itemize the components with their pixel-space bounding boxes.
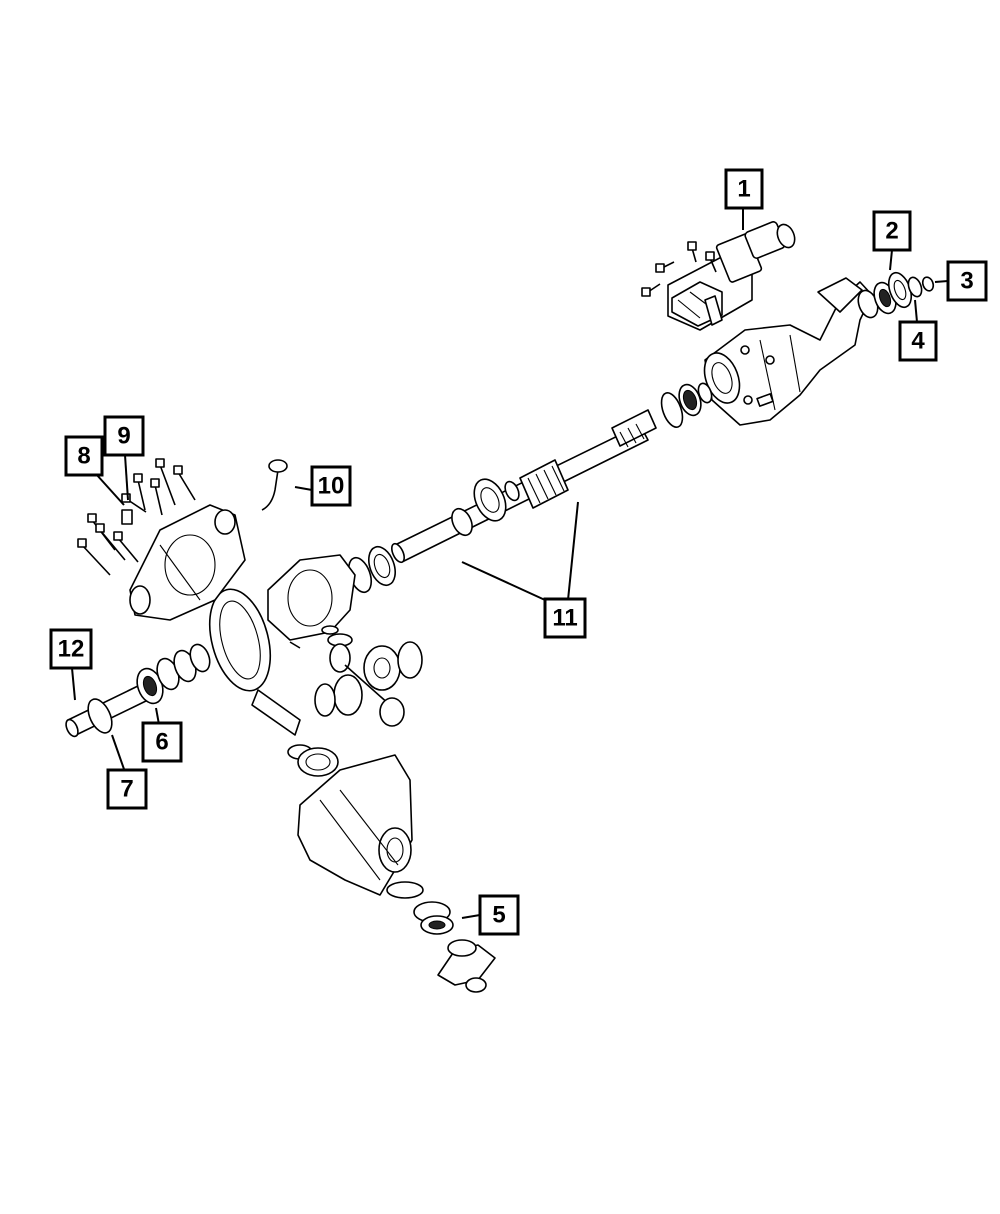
callout-3-label: 3 xyxy=(960,268,973,295)
spider-gear-set xyxy=(314,641,423,727)
vent-tube xyxy=(261,459,288,511)
callout-10[interactable]: 10 xyxy=(310,465,352,507)
intermediate-shaft-assembly xyxy=(391,382,713,564)
callout-1-label: 1 xyxy=(737,176,750,203)
callout-6-label: 6 xyxy=(155,729,168,756)
actuator-bolt xyxy=(705,251,717,273)
main-differential-housing xyxy=(297,754,424,899)
callout-11[interactable]: 11 xyxy=(543,597,587,639)
callout-12-label: 12 xyxy=(58,636,85,663)
callout-12[interactable]: 12 xyxy=(49,628,93,670)
right-seal-stack xyxy=(873,271,935,315)
callout-6[interactable]: 6 xyxy=(141,721,183,763)
callout-5-label: 5 xyxy=(492,902,505,929)
callout-8[interactable]: 8 xyxy=(64,435,104,477)
callout-4-label: 4 xyxy=(911,328,925,355)
callout-2-label: 2 xyxy=(885,218,898,245)
left-housing-cover xyxy=(129,504,246,621)
callout-3[interactable]: 3 xyxy=(946,260,988,302)
actuator-bolt xyxy=(641,283,661,297)
callout-2[interactable]: 2 xyxy=(872,210,912,252)
differential-carrier xyxy=(267,545,396,649)
callout-5[interactable]: 5 xyxy=(478,894,520,936)
callout-11-label: 11 xyxy=(552,605,577,632)
callout-1[interactable]: 1 xyxy=(724,168,764,210)
cover-bolts xyxy=(77,458,196,576)
callout-7[interactable]: 7 xyxy=(106,768,148,810)
callout-7-label: 7 xyxy=(120,776,133,803)
pinion-shaft-seals xyxy=(65,643,211,738)
callout-4[interactable]: 4 xyxy=(898,320,938,362)
callout-10-label: 10 xyxy=(318,473,345,500)
leader-lines xyxy=(71,208,949,919)
axle-tube-housing-right xyxy=(703,277,879,426)
callout-8-label: 8 xyxy=(77,443,90,470)
ring-gear-pinion xyxy=(208,588,339,777)
actuator-bolt xyxy=(655,261,675,273)
output-flange-assembly xyxy=(413,901,496,993)
actuator-assembly xyxy=(641,221,796,331)
actuator-bolt xyxy=(687,241,697,263)
callout-9-label: 9 xyxy=(117,423,130,450)
callout-9[interactable]: 9 xyxy=(103,415,145,457)
